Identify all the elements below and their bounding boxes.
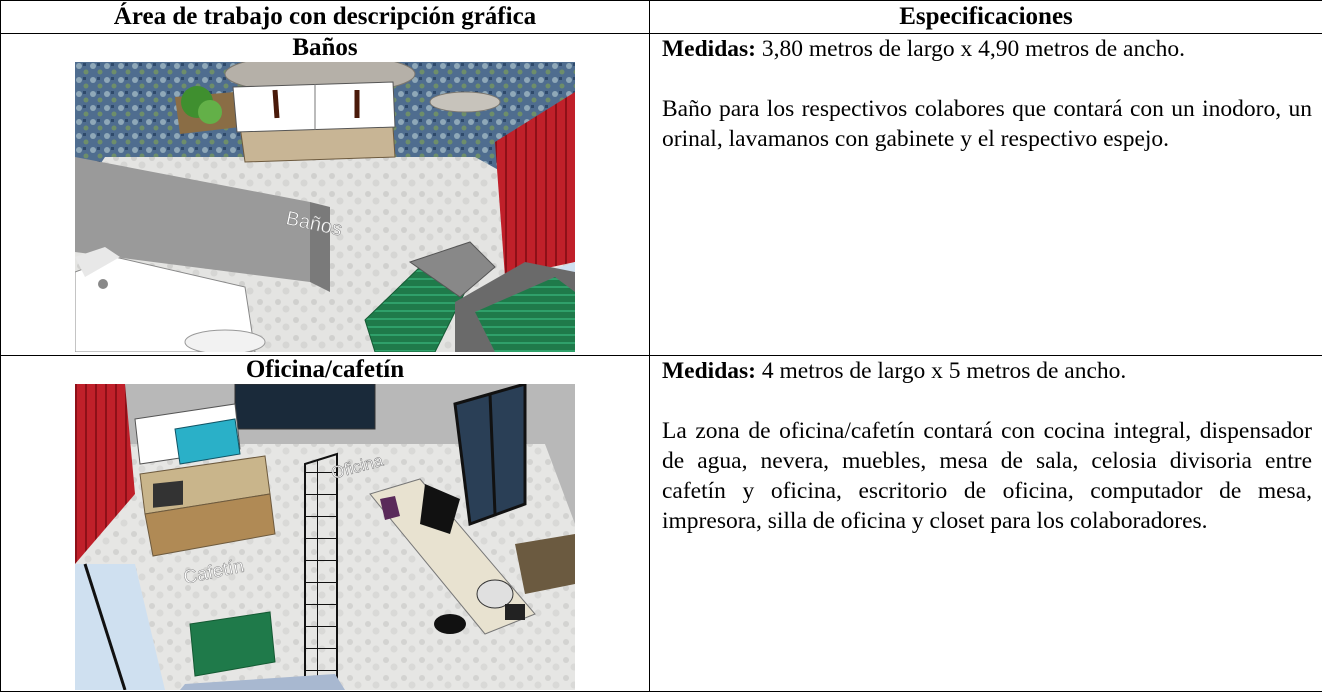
area-cell-oficina: Oficina/cafetín [1,356,650,692]
spec-cell-oficina: Medidas: 4 metros de largo x 5 metros de… [650,356,1322,692]
medidas-paragraph: Medidas: 4 metros de largo x 5 metros de… [662,356,1312,386]
area-cell-banos: Baños [1,34,650,356]
description-paragraph: La zona de oficina/cafetín contará con c… [662,416,1312,536]
bathroom-render-image: Baños [75,62,575,352]
office-render-image: Oficina Cafetín [75,384,575,690]
medidas-label: Medidas: [662,358,756,384]
table-row: Oficina/cafetín [1,356,1322,692]
spec-cell-banos: Medidas: 3,80 metros de largo x 4,90 met… [650,34,1322,356]
description-paragraph: Baño para los respectivos colabores que … [662,94,1312,154]
area-title: Baños [1,34,649,62]
table-row: Baños [1,34,1322,356]
area-title: Oficina/cafetín [1,356,649,384]
medidas-paragraph: Medidas: 3,80 metros de largo x 4,90 met… [662,34,1312,64]
header-row: Área de trabajo con descripción gráfica … [1,1,1322,34]
header-area: Área de trabajo con descripción gráfica [1,1,650,34]
medidas-label: Medidas: [662,36,756,62]
medidas-value: 4 metros de largo x 5 metros de ancho. [756,358,1126,384]
header-specifications: Especificaciones [650,1,1322,34]
medidas-value: 3,80 metros de largo x 4,90 metros de an… [756,36,1185,62]
